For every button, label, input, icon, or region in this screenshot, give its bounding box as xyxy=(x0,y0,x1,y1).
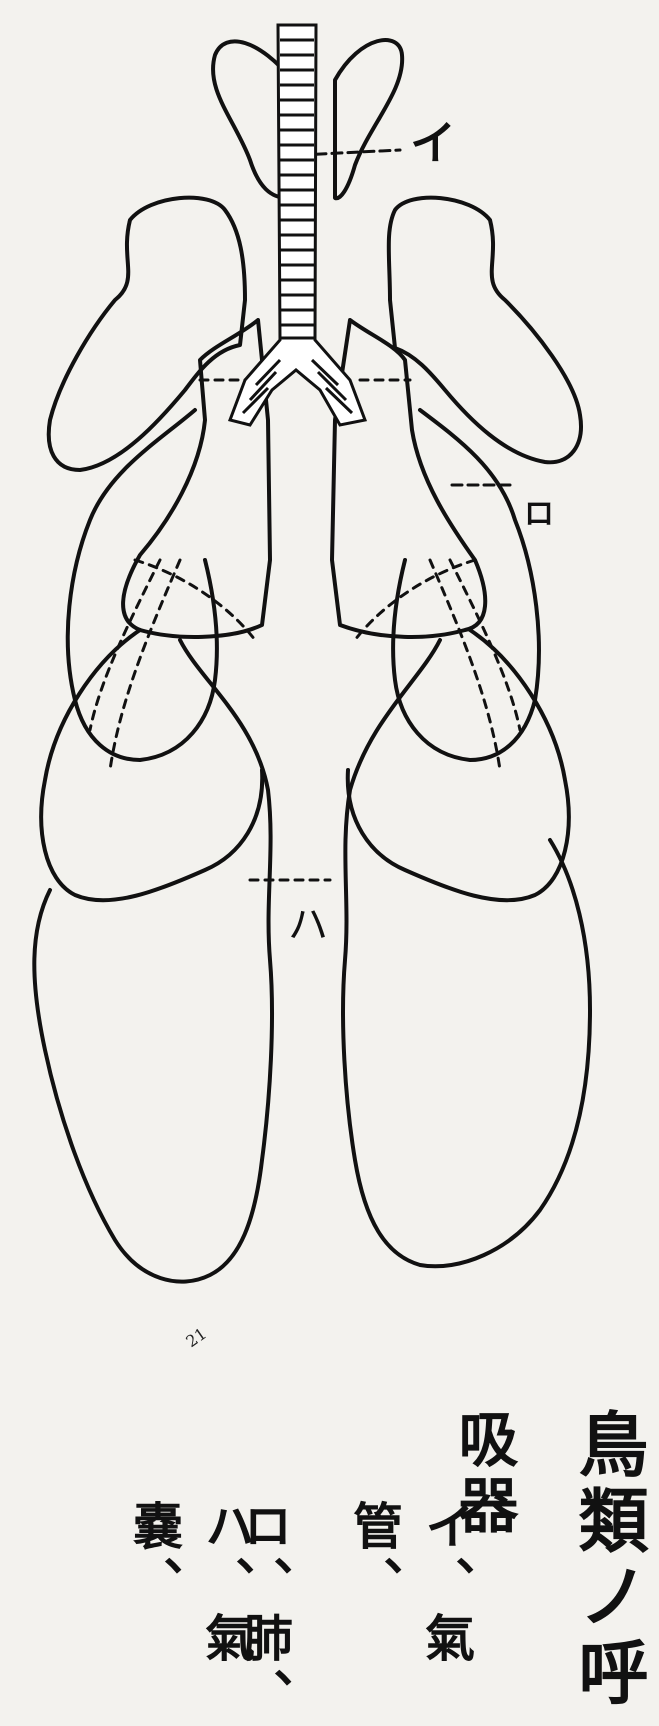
thoracic-air-sac-right xyxy=(393,410,539,760)
caption-title-line-1: 鳥類ノ呼 xyxy=(558,1408,659,1712)
trachea-marker: イ xyxy=(410,120,456,166)
caption-item-trachea: イ、氣管、 xyxy=(338,1500,482,1726)
posterior-thoracic-sac-left xyxy=(41,630,262,900)
lung-right xyxy=(332,320,485,637)
anterior-air-sac-left xyxy=(49,198,245,470)
caption-item-air-sac: ハ、氣嚢、 xyxy=(118,1500,262,1726)
abdominal-air-sac-left xyxy=(34,640,272,1282)
lung-marker: ロ xyxy=(524,500,554,530)
anterior-air-sac-right xyxy=(389,198,581,463)
posterior-thoracic-sac-right xyxy=(348,630,569,900)
cervical-air-sac-right xyxy=(335,40,402,198)
air-sac-marker: ハ xyxy=(288,905,328,945)
